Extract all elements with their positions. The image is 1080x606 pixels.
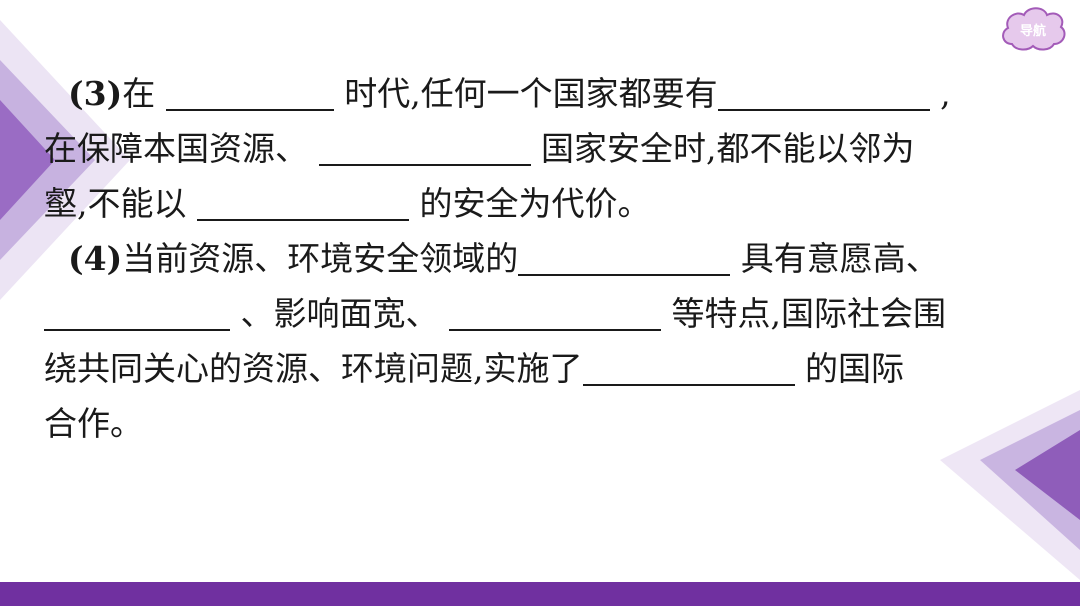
q3-text-3: , (929, 74, 951, 113)
question-3: (3)在 时代,任何一个国家都要有 , 在保障本国资源、 国家安全时,都不能以邻… (44, 66, 1024, 231)
q3-text-7: 的安全为代价。 (408, 184, 651, 223)
nav-button[interactable]: 导航 (998, 4, 1068, 54)
cloud-icon (1002, 7, 1066, 51)
q4-blank-3[interactable] (448, 295, 661, 331)
question-text: (3)在 时代,任何一个国家都要有 , 在保障本国资源、 国家安全时,都不能以邻… (44, 66, 1024, 451)
question-4-number: (4) (68, 239, 123, 278)
q4-text-7: 合作。 (44, 404, 143, 443)
q3-blank-3[interactable] (318, 130, 531, 166)
q3-text-6: 壑,不能以 (44, 184, 197, 223)
q4-blank-1[interactable] (518, 240, 731, 276)
footer-bar (0, 582, 1080, 606)
q3-text-2: 时代,任何一个国家都要有 (333, 74, 718, 113)
q3-blank-4[interactable] (196, 185, 409, 221)
q3-blank-2[interactable] (717, 75, 930, 111)
nav-label: 导航 (1019, 23, 1046, 39)
question-3-number: (3) (68, 74, 123, 113)
q4-text-3: 、影响面宽、 (230, 294, 449, 333)
q4-text-5: 绕共同关心的资源、环境问题,实施了 (44, 349, 583, 388)
right-decoration (940, 390, 1080, 580)
q3-text-5: 国家安全时,都不能以邻为 (530, 129, 915, 168)
q4-text-1: 当前资源、环境安全领域的 (122, 239, 519, 278)
q3-text-1: 在 (122, 74, 166, 113)
q4-blank-4[interactable] (582, 350, 795, 386)
q4-text-6: 的国际 (794, 349, 904, 388)
q3-blank-1[interactable] (165, 75, 334, 111)
q4-blank-2[interactable] (44, 295, 230, 331)
q3-text-4: 在保障本国资源、 (44, 129, 319, 168)
left-decoration (0, 20, 130, 300)
q4-text-2: 具有意愿高、 (730, 239, 939, 278)
question-4: (4)当前资源、环境安全领域的 具有意愿高、 、影响面宽、 等特点,国际社会围 … (44, 231, 1024, 451)
q4-text-4: 等特点,国际社会围 (660, 294, 946, 333)
